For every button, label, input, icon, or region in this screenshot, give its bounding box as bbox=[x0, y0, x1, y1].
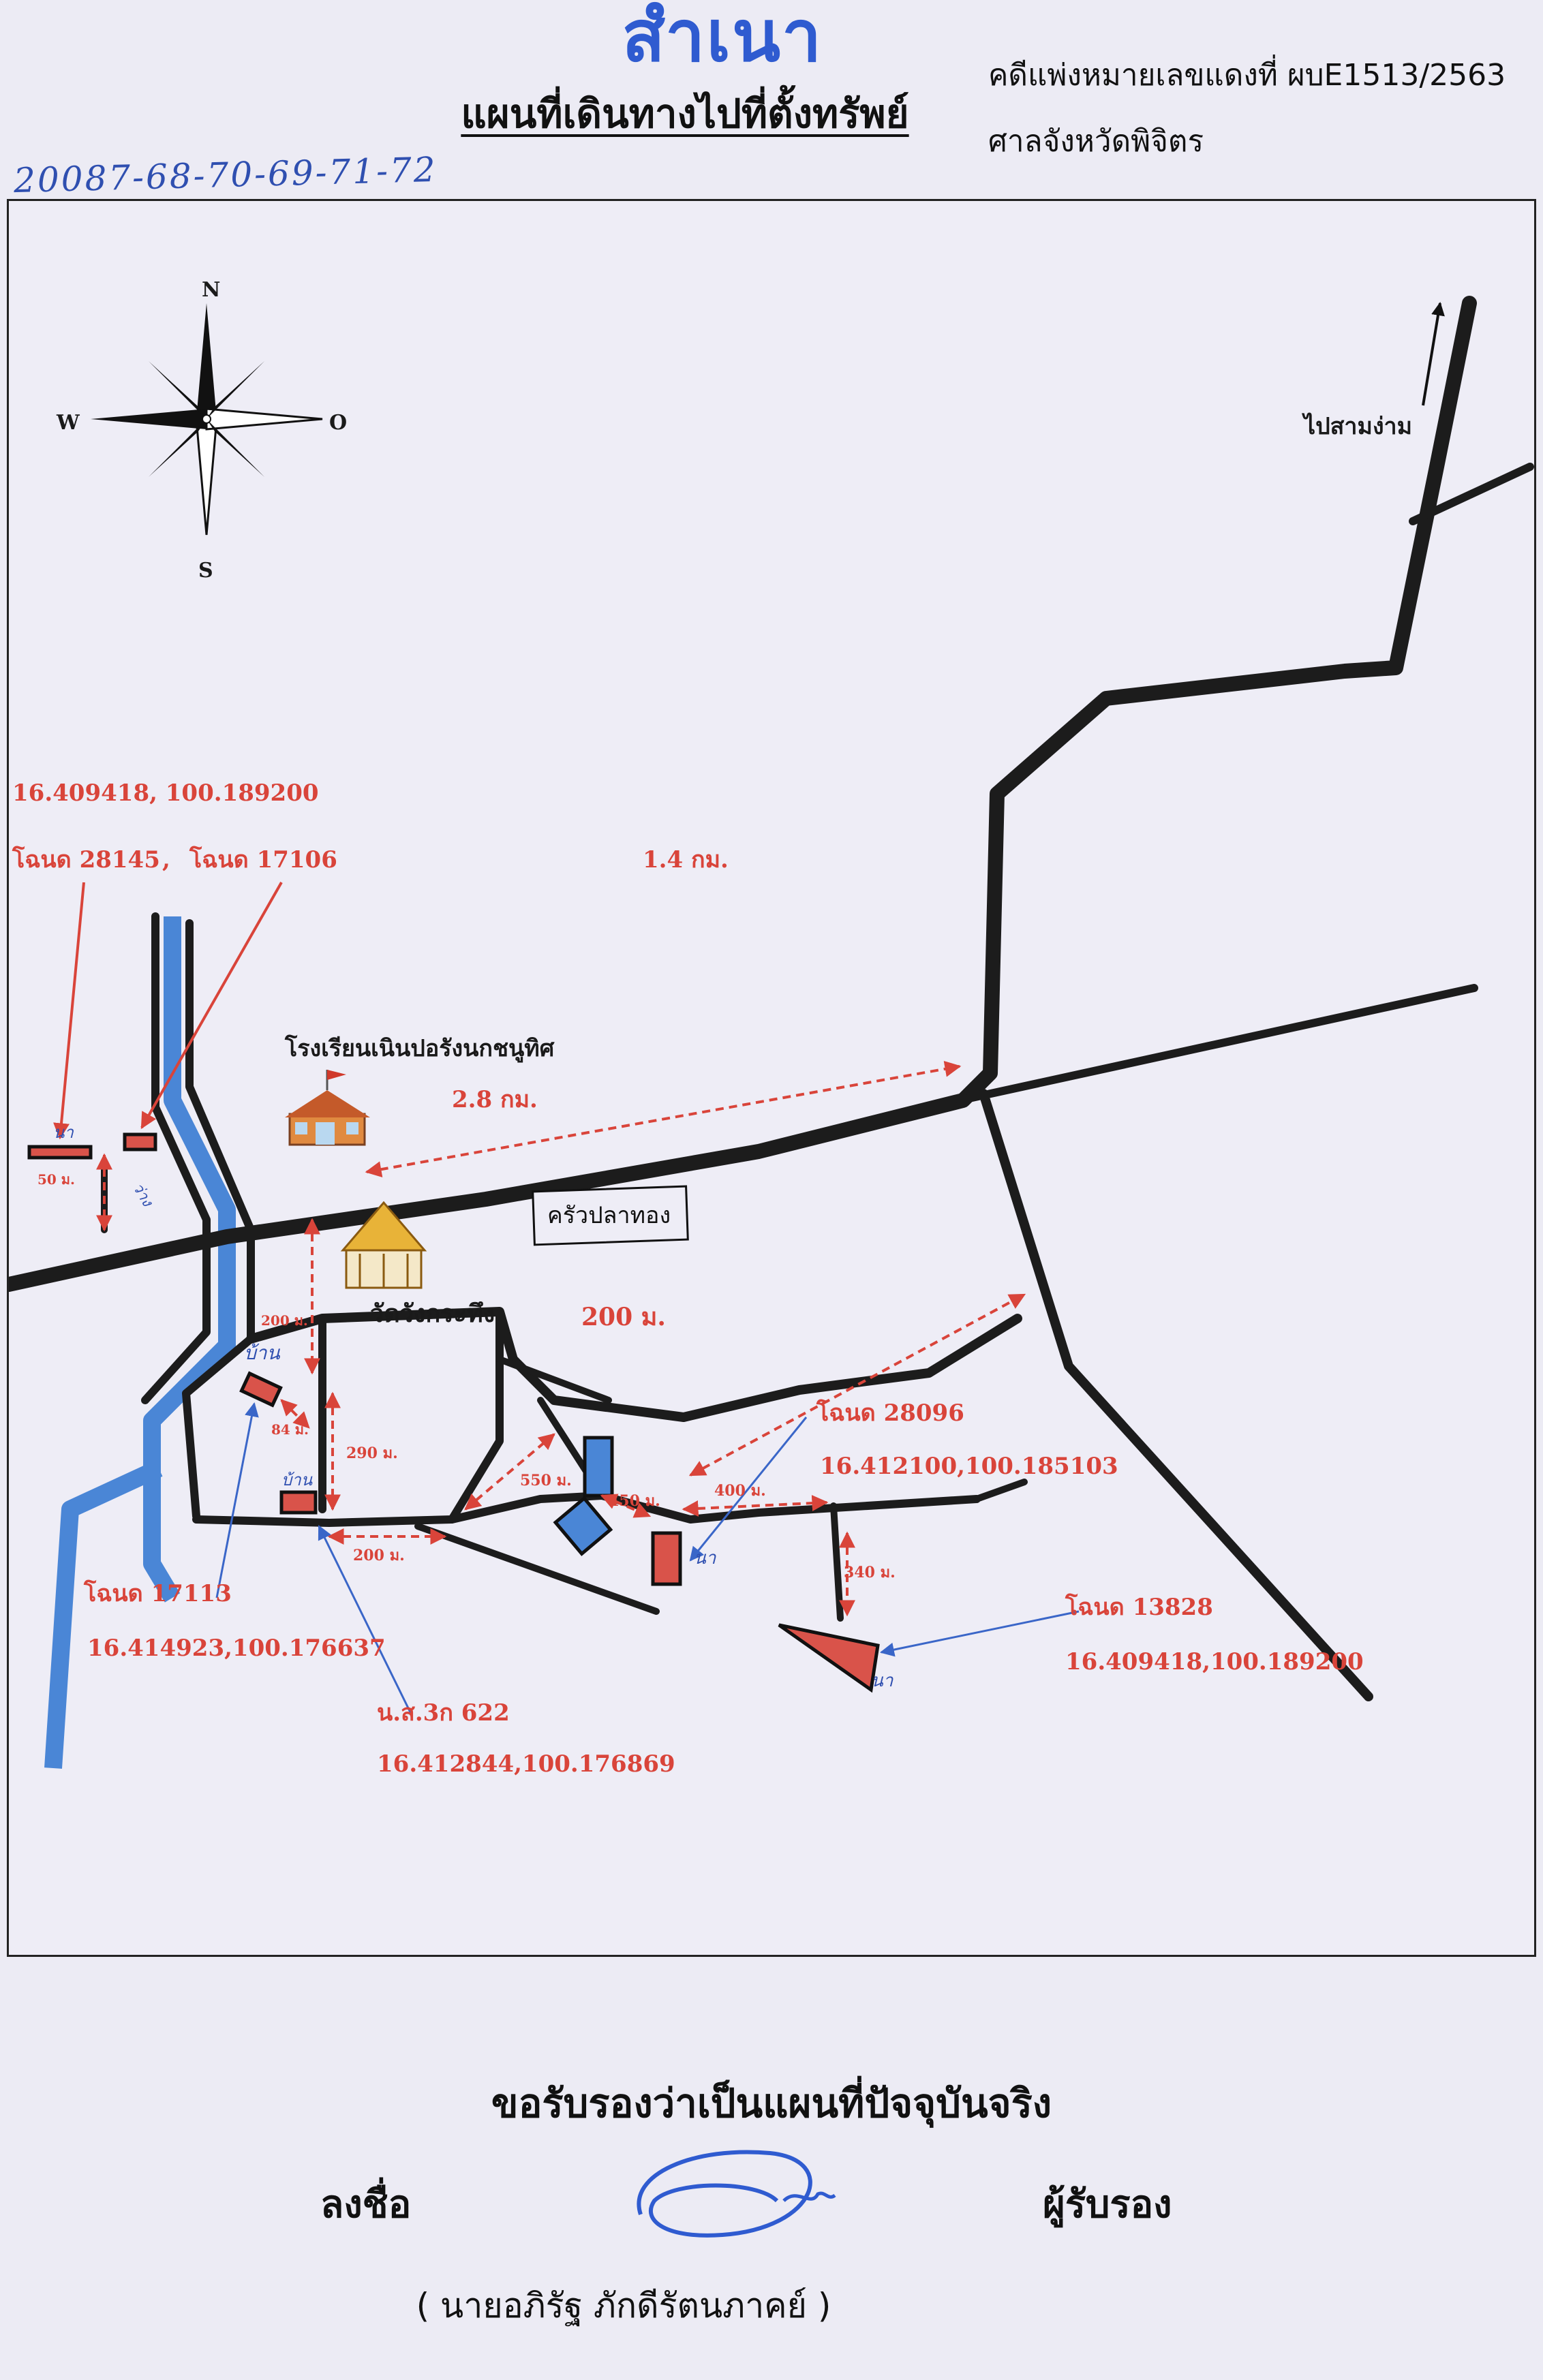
parcel-coords-17113: 16.414923,100.176637 bbox=[87, 1635, 386, 1662]
compass-south: S bbox=[198, 559, 213, 583]
parcel-label-28145: โฉนด 28145 bbox=[12, 846, 160, 874]
pond-1 bbox=[583, 1436, 614, 1498]
restaurant-box: ครัวปลาทอง bbox=[532, 1185, 689, 1246]
parcel-pointers-blue bbox=[215, 1402, 1080, 1714]
handwritten-house-1: บ้าน bbox=[244, 1342, 280, 1364]
compass-east: O bbox=[329, 411, 347, 435]
distance-340m: 340 ม. bbox=[844, 1564, 896, 1581]
school-label: โรงเรียนเนินปอรังนกชนูทิศ bbox=[284, 1034, 555, 1063]
compass-rose-icon: N S W O bbox=[56, 278, 347, 583]
compass-west: W bbox=[56, 411, 80, 435]
pond-2 bbox=[553, 1496, 613, 1556]
parcel-28145 bbox=[27, 1145, 93, 1160]
handwritten-field-2: นา bbox=[871, 1671, 894, 1691]
parcel-label-13828: โฉนด 13828 bbox=[1065, 1593, 1213, 1621]
handwritten-house-2: บ้าน bbox=[281, 1470, 313, 1489]
parcel-coords-28145: 16.409418, 100.189200 bbox=[12, 779, 319, 807]
case-number: คดีแพ่งหมายเลขแดงที่ ผบE1513/2563 bbox=[988, 58, 1506, 93]
parcel-pointers-red bbox=[53, 882, 283, 1140]
parcel-622 bbox=[279, 1490, 318, 1515]
parcel-coords-13828: 16.409418,100.189200 bbox=[1065, 1648, 1364, 1675]
court-name: ศาลจังหวัดพิจิตร bbox=[988, 124, 1204, 159]
handwritten-field-3: นา bbox=[53, 1123, 74, 1142]
distance-200m-center: 200 ม. bbox=[581, 1303, 666, 1331]
sign-label: ลงชื่อ bbox=[320, 2182, 412, 2227]
parcel-label-17106: โฉนด 17106 bbox=[189, 846, 337, 874]
signer-name: ( นายอภิรัฐ ภักดีรัตนภาคย์ ) bbox=[416, 2286, 831, 2325]
parcels bbox=[27, 1132, 880, 1693]
parcel-separator: , bbox=[162, 846, 170, 874]
route-map: N S W O bbox=[9, 278, 1534, 1778]
school-icon bbox=[285, 1070, 370, 1146]
restaurant-label: ครัวปลาทอง bbox=[547, 1202, 671, 1229]
handwritten-field-4: ว่าง bbox=[129, 1180, 157, 1211]
page-title: แผนที่เดินทางไปที่ตั้งทรัพย์ bbox=[461, 91, 909, 137]
distance-50m: 50 ม. bbox=[37, 1171, 75, 1188]
parcel-28096 bbox=[651, 1531, 682, 1586]
handwritten-field-5: นา bbox=[118, 1072, 119, 1074]
distance-84m: 84 ม. bbox=[271, 1421, 309, 1438]
distance-550m: 550 ม. bbox=[520, 1472, 572, 1489]
parcel-17113 bbox=[239, 1371, 283, 1408]
certifier-label: ผู้รับรอง bbox=[1043, 2182, 1172, 2227]
distance-lines bbox=[96, 1060, 1026, 1617]
parcel-label-622: น.ส.3ก 622 bbox=[377, 1699, 510, 1727]
parcel-label-17113: โฉนด 17113 bbox=[83, 1579, 232, 1607]
temple-label: วัดวังกระทึง bbox=[370, 1299, 495, 1328]
river bbox=[44, 916, 236, 1769]
distance-290m: 290 ม. bbox=[346, 1444, 398, 1462]
certification-text: ขอรับรองว่าเป็นแผนที่ปัจจุบันจริง bbox=[491, 2080, 1052, 2127]
copy-stamp: สำเนา bbox=[622, 0, 823, 78]
parcel-coords-622: 16.412844,100.176869 bbox=[377, 1750, 675, 1778]
handwritten-reference: 20087-68-70-69-71-72 bbox=[13, 149, 438, 201]
parcel-17106 bbox=[123, 1132, 157, 1152]
distance-200m-low: 200 ม. bbox=[353, 1547, 405, 1564]
distance-1-4km: 1.4 กม. bbox=[643, 846, 729, 874]
distance-2-8km: 2.8 กม. bbox=[452, 1086, 538, 1113]
compass-north: N bbox=[202, 278, 220, 302]
parcel-coords-28096: 16.412100,100.185103 bbox=[820, 1453, 1118, 1480]
distance-450m: 450 ม. bbox=[609, 1492, 660, 1510]
temple-icon bbox=[340, 1201, 427, 1289]
to-town-label: ไปสามง่าม bbox=[1302, 412, 1412, 440]
distance-400m: 400 ม. bbox=[714, 1482, 766, 1500]
handwritten-field-1: นา bbox=[694, 1548, 717, 1568]
parcel-label-28096: โฉนด 28096 bbox=[816, 1399, 964, 1427]
to-town-arrow-icon bbox=[1422, 302, 1445, 406]
map-frame: N S W O bbox=[7, 199, 1536, 1957]
parcel-13828 bbox=[778, 1623, 880, 1693]
signature bbox=[637, 2150, 836, 2238]
distance-200m-vert: 200 ม. bbox=[261, 1312, 308, 1329]
